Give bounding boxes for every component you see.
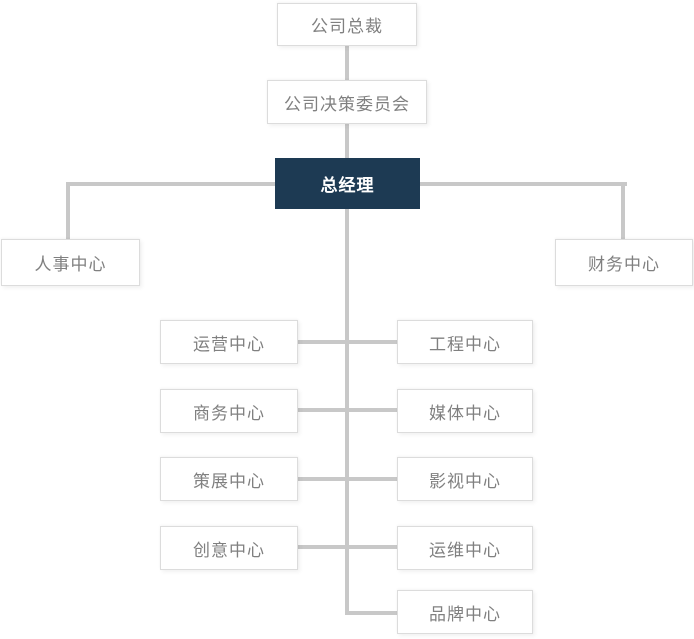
org-node-media-center: 媒体中心 [397, 389, 533, 433]
org-node-decision-committee: 公司决策委员会 [267, 80, 427, 124]
connector-row-curation [298, 477, 397, 481]
org-node-ops-maintenance-center: 运维中心 [397, 526, 533, 570]
org-node-creative-center: 创意中心 [160, 526, 298, 570]
org-node-general-manager: 总经理 [275, 158, 420, 209]
connector-trunk-brand-elbow [345, 611, 397, 615]
org-node-brand-center: 品牌中心 [397, 590, 533, 634]
org-node-business-center: 商务中心 [160, 389, 298, 433]
org-node-president: 公司总裁 [277, 3, 417, 46]
org-node-curation-center: 策展中心 [160, 457, 298, 501]
connector-gm-finance-vertical [621, 182, 625, 240]
connector-gm-hr-vertical [66, 182, 70, 240]
connector-gm-hr-horizontal [66, 182, 275, 186]
org-node-hr-center: 人事中心 [1, 239, 140, 286]
connector-row-operations [298, 340, 397, 344]
connector-president-committee [345, 46, 349, 81]
connector-row-creative [298, 545, 397, 549]
org-node-engineering-center: 工程中心 [397, 320, 533, 364]
org-node-finance-center: 财务中心 [555, 239, 693, 286]
connector-committee-gm [345, 124, 349, 159]
connector-gm-trunk-vertical [345, 209, 349, 615]
connector-gm-finance-horizontal [420, 182, 627, 186]
connector-row-business [298, 408, 397, 412]
org-node-operations-center: 运营中心 [160, 320, 298, 364]
org-node-film-tv-center: 影视中心 [397, 457, 533, 501]
